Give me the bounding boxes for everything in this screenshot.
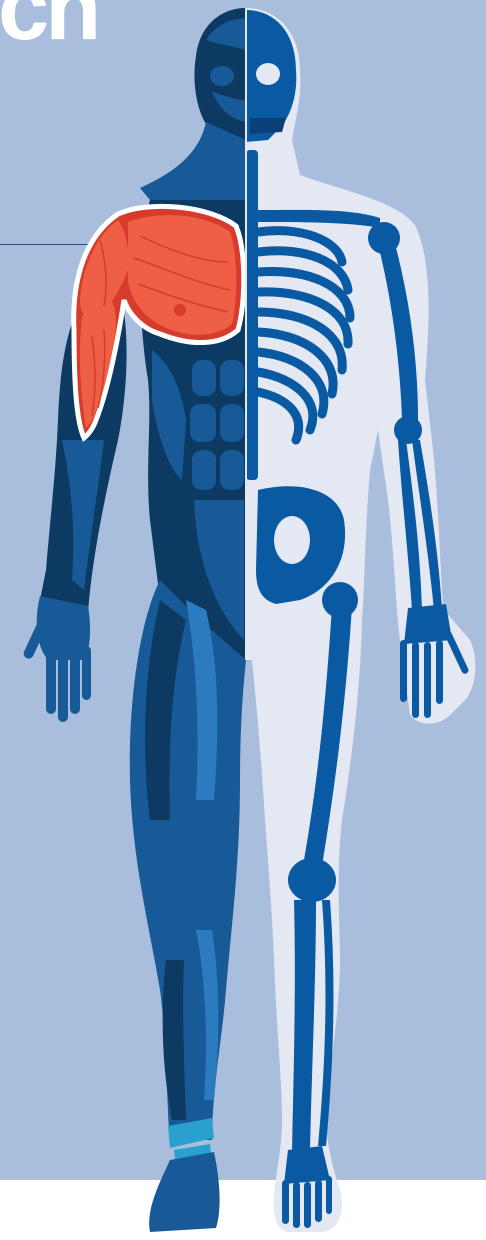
left-foot [149, 1152, 219, 1232]
muscle-half [22, 8, 246, 1232]
nipple-marker [174, 304, 186, 316]
left-hand [22, 596, 91, 722]
knee [288, 858, 336, 902]
